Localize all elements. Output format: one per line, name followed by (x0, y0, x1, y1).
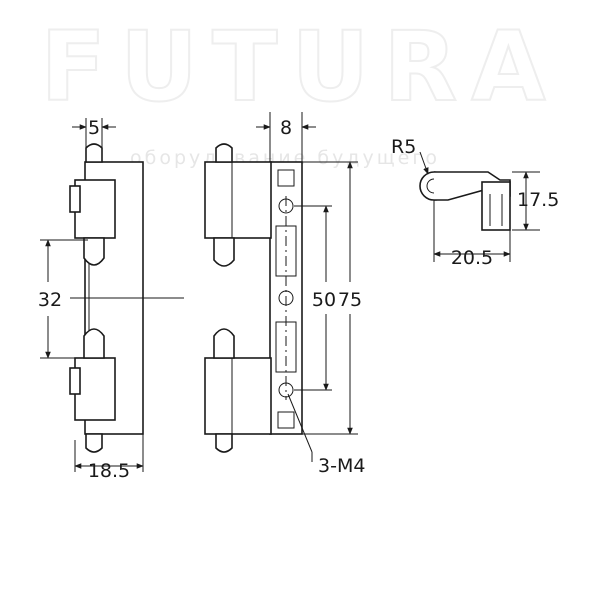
front-view-bottom-notch (277, 411, 295, 429)
side-view-top-tab (69, 185, 81, 213)
front-view-bottom-pin-head (215, 433, 233, 453)
watermark: FUTURA оборудование будущего (39, 10, 559, 169)
side-view-top-pin-tip (83, 237, 105, 266)
front-view-bottom-pin (213, 328, 235, 359)
side-view-top-knuckle (74, 179, 116, 239)
side-view-top-pin (85, 143, 103, 163)
front-view-top-pin-tip (213, 237, 235, 267)
dim-pin-diameter: 5 (88, 117, 100, 139)
front-view-top-notch (277, 169, 295, 187)
dim-overall-width: 18.5 (88, 460, 130, 482)
front-view-top-knuckle (204, 161, 272, 239)
side-view-bottom-pin (83, 328, 105, 359)
top-profile-dimensions: R5 17.5 20.5 (391, 136, 559, 269)
dim-overall-length: 75 (338, 289, 362, 311)
top-profile-view (419, 171, 511, 231)
side-view-bottom-knuckle (74, 357, 116, 421)
front-view-top-pin (215, 143, 233, 163)
watermark-brand: FUTURA (40, 11, 559, 123)
profile-leg (481, 181, 511, 231)
dim-knuckle-radius: R5 (391, 136, 416, 158)
side-view-bottom-tab (69, 367, 81, 395)
dim-profile-width: 20.5 (451, 247, 493, 269)
dim-hole-spacing: 50 (312, 289, 336, 311)
dim-leaf-thickness: 8 (280, 117, 292, 139)
dim-pin-spacing: 32 (38, 289, 62, 311)
dim-screw-spec: 3-M4 (318, 455, 365, 477)
front-view (204, 143, 303, 453)
front-view-dimensions: 8 50 75 3-M4 (256, 112, 365, 477)
side-view-dimensions: 5 32 18.5 (38, 117, 184, 482)
front-view-bottom-knuckle (204, 357, 272, 435)
side-view-bottom-pin-head (85, 433, 103, 453)
dim-profile-height: 17.5 (517, 189, 559, 211)
